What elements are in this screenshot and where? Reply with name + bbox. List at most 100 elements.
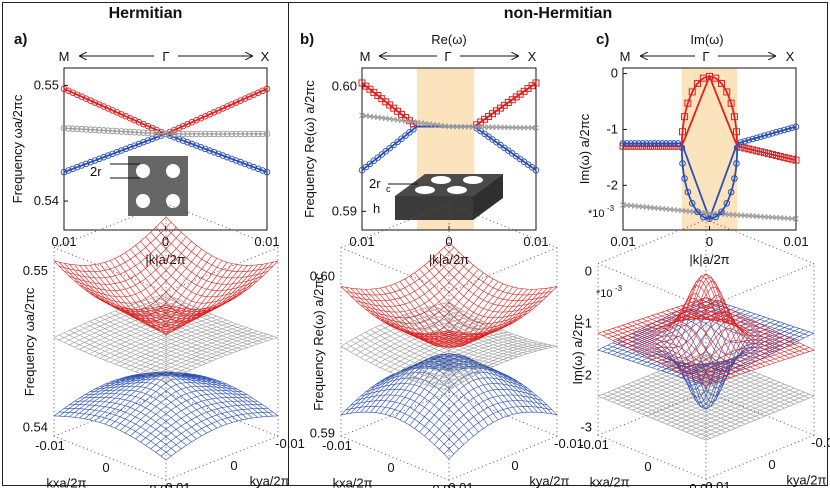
data-point-lower: [753, 134, 760, 142]
data-point-lower: [109, 150, 116, 158]
mesh-line: [360, 288, 469, 341]
mesh-line: [661, 294, 770, 365]
data-point-lower: [741, 137, 749, 145]
z-tick-label: -3: [580, 419, 592, 434]
data-point-flat: [149, 129, 156, 137]
mesh-line: [448, 411, 558, 460]
data-point-lower: [118, 147, 125, 154]
mesh-line: [140, 265, 253, 322]
panel-label-b: b): [300, 31, 314, 48]
mesh-line: [434, 342, 543, 388]
mesh-line: [607, 344, 716, 382]
mesh-line: [661, 318, 770, 397]
data-point-lower: [643, 140, 650, 147]
data-point-lower: [250, 163, 258, 171]
inset-b-radius-sub: c: [386, 184, 391, 194]
mesh-line: [434, 288, 543, 339]
data-point-lower: [727, 188, 735, 196]
mesh-line: [681, 337, 790, 374]
mesh-line: [114, 319, 228, 365]
data-point-lower: [184, 139, 191, 146]
mesh-line: [642, 293, 751, 372]
mesh-line: [380, 366, 489, 426]
mesh-line: [651, 273, 761, 369]
kpath-a: M Γ X: [59, 49, 270, 64]
mesh-line: [424, 340, 533, 385]
mesh-line: [686, 387, 795, 433]
mesh-line: [705, 395, 815, 441]
mesh-line: [89, 321, 202, 366]
mesh-line: [700, 331, 810, 385]
exponent-note-bottom: *10: [596, 288, 613, 300]
mesh-line: [79, 241, 192, 298]
data-point-upper: [780, 153, 788, 161]
mesh-line: [160, 411, 273, 457]
data-point-lower: [219, 152, 227, 159]
mesh-line: [424, 383, 533, 437]
box-edge: [340, 435, 450, 481]
mesh-line: [140, 241, 253, 298]
data-point-flat: [254, 130, 262, 138]
inset-a-hole: [166, 164, 180, 178]
mesh-line: [686, 340, 795, 377]
mesh-line: [617, 387, 726, 433]
mesh-line: [632, 381, 741, 427]
data-point-flat: [166, 130, 174, 138]
mesh-line: [165, 260, 279, 310]
data-point-upper: [753, 147, 761, 155]
x-tick-label: 0.01: [254, 234, 279, 249]
data-point-upper: [532, 79, 540, 87]
inset-b-radius-label: 2r: [369, 176, 381, 191]
mesh-line: [671, 328, 780, 370]
inset-slab: 2r c h: [369, 174, 503, 220]
data-point-flat: [250, 130, 258, 138]
mesh-line: [409, 335, 518, 380]
mesh-line: [84, 265, 197, 324]
mesh-line: [340, 411, 450, 460]
mesh-line: [350, 340, 459, 385]
data-point-lower: [153, 134, 160, 141]
data-point-upper: [741, 144, 749, 152]
data-point-flat: [232, 130, 240, 138]
box-edge: [53, 203, 167, 249]
mesh-line: [424, 289, 533, 343]
y-tick-label: 0: [768, 457, 775, 472]
mesh-line: [155, 263, 269, 315]
mesh-line: [140, 329, 253, 374]
mesh-line: [160, 335, 273, 381]
mesh-line: [691, 342, 800, 379]
kpath-c-x: X: [786, 49, 795, 64]
data-point-lower: [254, 165, 262, 173]
mesh-line: [627, 323, 736, 377]
data-point-lower: [651, 140, 658, 147]
mesh-line: [656, 280, 766, 363]
mesh-line: [419, 338, 528, 384]
data-point-lower: [792, 123, 800, 130]
x-tick-label: -0.01: [322, 438, 352, 453]
data-point-lower: [769, 130, 776, 137]
data-point-lower: [135, 140, 143, 148]
data-point-lower: [201, 145, 209, 153]
mesh-line: [632, 321, 741, 375]
box-edge: [165, 247, 279, 293]
data-point-lower: [731, 175, 738, 182]
data-point-lower: [410, 126, 417, 133]
x-tick-label: -0.01: [35, 438, 65, 453]
y-tick-label: 0.60: [332, 79, 357, 94]
kpath-a-gamma: Γ: [162, 49, 169, 64]
mesh-line: [404, 360, 513, 423]
data-point-lower: [390, 141, 397, 149]
mesh-line: [345, 406, 455, 455]
mesh-line: [145, 264, 258, 319]
mesh-line: [53, 415, 167, 461]
data-point-lower: [623, 140, 631, 147]
mesh-line: [160, 261, 274, 312]
data-point-lower: [402, 132, 409, 139]
mesh-line: [94, 264, 207, 328]
mesh-line: [94, 386, 207, 434]
mesh-line: [59, 411, 172, 457]
data-point-flat: [82, 126, 90, 133]
inset-b-side: [473, 174, 503, 220]
mesh-line: [135, 265, 248, 324]
data-point-lower: [232, 157, 240, 164]
